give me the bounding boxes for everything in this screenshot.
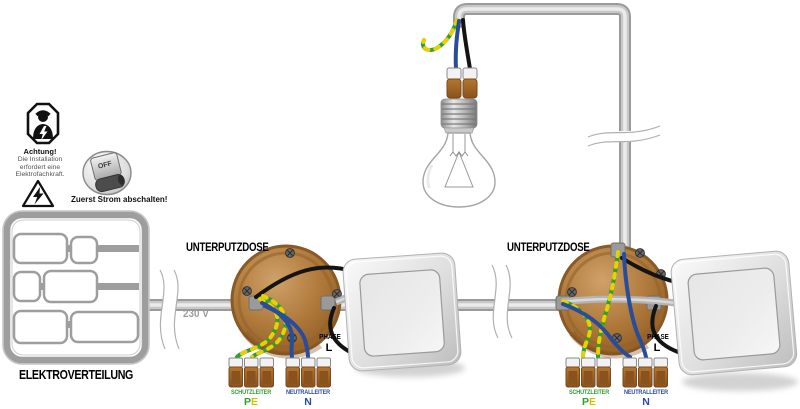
attention-title: Achtung!: [23, 147, 57, 156]
wires-right-box: [561, 250, 690, 359]
pe-symbol-p: P: [581, 396, 589, 408]
high-voltage-triangle-icon: [21, 179, 55, 208]
phase-wire-left: [254, 265, 354, 355]
break-mark-link: [491, 262, 513, 341]
junction-box-right-label: UNTERPUTZDOSE: [507, 242, 590, 254]
junction-box-left-label: UNTERPUTZDOSE: [186, 242, 269, 254]
n-terminal-label-right: NEUTRALLEITER: [624, 389, 668, 396]
neutral-wires-left: [260, 301, 310, 359]
attention-line-2: erfordert eine: [19, 163, 61, 171]
n-terminal-block-right: [622, 357, 668, 388]
light-switch-right: [670, 250, 798, 391]
n-terminal-block-left: [285, 357, 331, 388]
n-terminal-label-left: NEUTRALLEITER: [286, 389, 330, 396]
voltage-label: 230 V: [183, 308, 209, 320]
lamp-connector: [446, 67, 478, 99]
n-terminal-symbol-right: N: [642, 396, 650, 408]
light-bulb: [422, 98, 496, 208]
n-terminal-symbol-left: N: [304, 396, 312, 408]
lamp-wires: [421, 18, 472, 71]
pe-terminal-block-right: [565, 357, 611, 388]
pe-terminal-label-right: SCHUTZLEITER: [568, 389, 610, 396]
break-mark-lamp-loop: [586, 124, 662, 147]
light-switch-left: [342, 252, 465, 377]
power-off-note: Zuerst Strom abschalten!: [71, 195, 168, 204]
break-mark-supply: [159, 267, 180, 351]
box-screws-right: [567, 248, 666, 343]
pe-terminal-symbol-right: PE: [582, 397, 596, 408]
pe-terminal-block-left: [228, 357, 274, 388]
distribution-board-label: ELEKTROVERTEILUNG: [18, 367, 134, 382]
box-screws-left: [242, 248, 342, 343]
wires-left-box: [235, 265, 354, 359]
attention-line-1: Die Installation: [17, 156, 63, 163]
attention-line-3: Elektrofachkraft.: [15, 171, 65, 178]
lamp-conduit-loop: [453, 2, 631, 254]
junction-box-left: [230, 244, 366, 359]
pe-symbol-e: E: [251, 396, 259, 408]
pe-symbol-e: E: [589, 396, 597, 408]
phase-label-right: PHASE: [647, 334, 669, 341]
breaker-modules: [12, 232, 140, 345]
off-switch-icon: [82, 150, 132, 196]
neutral-wires-right: [561, 252, 648, 359]
phase-symbol-right: L: [653, 342, 661, 354]
pe-symbol-p: P: [243, 396, 251, 408]
pe-terminal-label-left: SCHUTZLEITER: [230, 389, 272, 396]
pe-terminal-symbol-left: PE: [244, 397, 258, 408]
electrician-warning-icon: [26, 102, 60, 145]
distribution-board: [2, 210, 150, 365]
phase-label-left: PHASE: [319, 334, 341, 341]
phase-symbol-left: L: [325, 342, 333, 354]
